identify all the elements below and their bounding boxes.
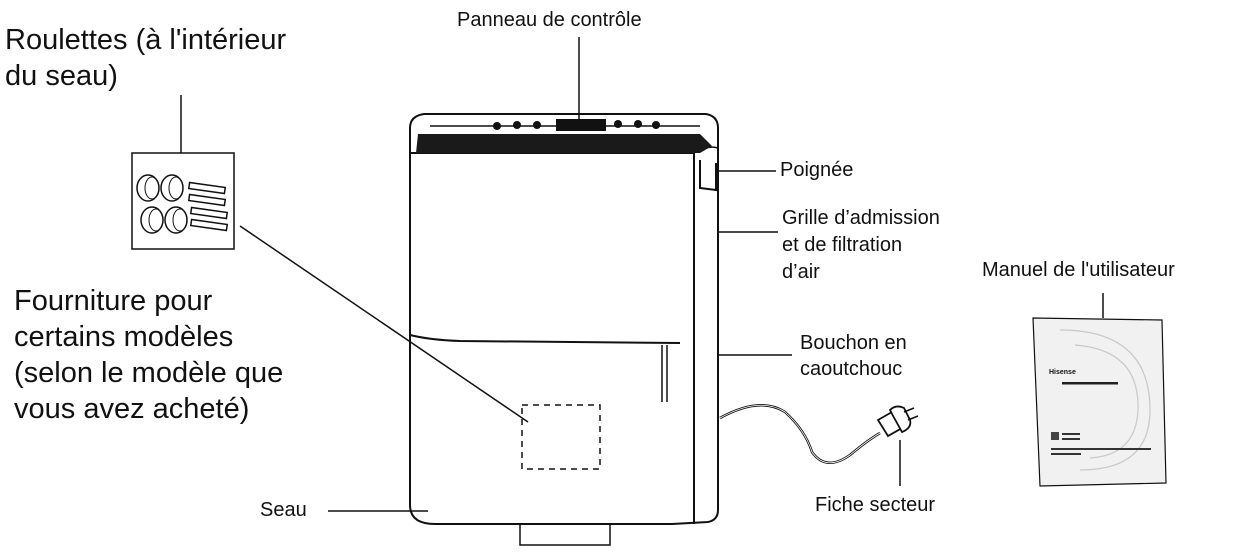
wheels-accessory-card <box>131 152 235 250</box>
handle-recess <box>699 160 717 192</box>
manual-cover <box>1032 317 1167 487</box>
bucket-seam <box>409 334 681 344</box>
bucket-window <box>661 345 668 402</box>
label-bucket: Seau <box>260 499 307 521</box>
base <box>519 524 611 546</box>
grille-area <box>416 134 712 153</box>
control-button-icon <box>533 121 541 129</box>
label-control-panel: Panneau de contrôle <box>457 9 642 31</box>
wheels-card <box>131 152 235 250</box>
supply-dashed-box <box>521 404 601 470</box>
label-power-plug: Fiche secteur <box>815 494 936 516</box>
cord-inner <box>719 404 881 464</box>
manual-text-line <box>1062 433 1080 435</box>
control-button-icon <box>652 121 660 129</box>
control-display <box>556 119 606 131</box>
wheel-icon <box>136 174 188 234</box>
dehumidifier <box>409 113 719 546</box>
label-air-intake: Grille d’admission et de filtration d’ai… <box>782 207 940 283</box>
label-handle: Poignée <box>780 159 854 181</box>
manual-text-line <box>1051 453 1081 455</box>
manual-logo-mark <box>1051 432 1059 440</box>
label-rubber-plug: Bouchon en caoutchouc <box>800 332 907 380</box>
control-button-icon <box>614 120 622 128</box>
manual-subtitle-line <box>1062 382 1118 385</box>
power-plug-icon <box>876 405 919 438</box>
power-cord <box>719 404 881 464</box>
leader-lines <box>180 37 1104 512</box>
top-grille <box>416 119 712 153</box>
manual-brand: Hisense <box>1049 369 1076 376</box>
control-buttons <box>493 119 660 131</box>
cord-outer <box>719 404 881 464</box>
manual-text-line <box>1062 438 1080 440</box>
label-wheels: Roulettes (à l'intérieur du seau) <box>5 24 287 92</box>
control-button-icon <box>493 122 501 130</box>
user-manual: Hisense <box>1032 317 1167 487</box>
control-button-icon <box>513 121 521 129</box>
leader-supply <box>239 225 529 423</box>
screw-icon <box>187 181 229 232</box>
dehumidifier-outline <box>409 113 719 525</box>
label-supply: Fourniture pour certains modèles (selon … <box>14 285 284 425</box>
label-user-manual: Manuel de l'utilisateur <box>982 259 1175 281</box>
control-button-icon <box>634 120 642 128</box>
manual-text-line <box>1051 448 1151 450</box>
manual-swirl <box>1059 329 1151 471</box>
